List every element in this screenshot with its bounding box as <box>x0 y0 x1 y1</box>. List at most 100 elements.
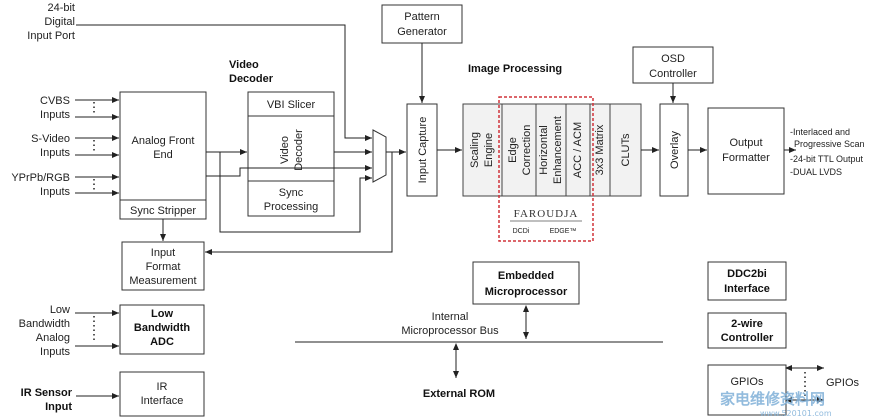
image-processing-title: Image Processing <box>468 63 562 75</box>
svg-text:Bandwidth: Bandwidth <box>19 318 70 330</box>
sync-processing-block: Sync Processing <box>247 180 335 217</box>
svg-text:-Interlaced and: -Interlaced and <box>790 127 850 137</box>
gpios-block: GPIOs <box>707 364 787 416</box>
embedded-microprocessor-block: Embedded Microprocessor <box>472 261 580 305</box>
svg-text:Inputs: Inputs <box>40 186 70 198</box>
svg-text:Inputs: Inputs <box>40 346 70 358</box>
svg-text:FAROUDJA: FAROUDJA <box>514 208 579 220</box>
svg-text:DCDi: DCDi <box>513 228 530 235</box>
svg-text:Decoder: Decoder <box>229 73 274 85</box>
svg-text:Low: Low <box>50 304 70 316</box>
pattern-generator-block: Pattern Generator <box>381 4 463 44</box>
svg-text:Embedded: Embedded <box>498 270 554 282</box>
acc-acm-block: ACC / ACM <box>565 103 591 197</box>
two-wire-controller-block: 2-wire Controller <box>707 312 787 349</box>
svg-text:Video: Video <box>279 136 291 164</box>
svg-text:Analog: Analog <box>36 332 70 344</box>
svg-text:Measurement: Measurement <box>129 275 196 287</box>
low-bandwidth-inputs-label: Low Bandwidth Analog Inputs <box>19 304 71 358</box>
ddc2bi-interface-block: DDC2bi Interface <box>707 261 787 301</box>
faroudja-logo: FAROUDJA DCDi EDGE™ <box>510 208 582 235</box>
external-rom-label: External ROM <box>423 388 495 400</box>
afe-lower-wire <box>219 152 372 233</box>
svg-text:Progressive Scan: Progressive Scan <box>794 139 865 149</box>
svg-text:Decoder: Decoder <box>293 129 305 171</box>
svg-text:Interface: Interface <box>724 283 770 295</box>
input-mux <box>372 129 387 183</box>
edge-correction-block: Edge Correction <box>501 103 537 197</box>
svg-text:Correction: Correction <box>521 125 533 176</box>
svg-text:End: End <box>153 149 173 161</box>
svg-text:Digital: Digital <box>44 16 75 28</box>
svg-text:Input Port: Input Port <box>27 30 75 42</box>
svg-text:DDC2bi: DDC2bi <box>727 268 767 280</box>
video-decoder-title: Video Decoder <box>229 59 274 85</box>
svg-text:IR: IR <box>157 381 168 393</box>
svg-text:CLUTs: CLUTs <box>620 133 632 167</box>
digital-input-port-label: 24-bit Digital Input Port <box>27 2 75 42</box>
svg-text:Processing: Processing <box>264 201 318 213</box>
ir-sensor-input-label: IR Sensor Input <box>21 387 73 413</box>
svg-text:Input Capture: Input Capture <box>417 117 429 184</box>
svg-text:Low: Low <box>151 308 173 320</box>
svideo-inputs-label: S-Video Inputs <box>31 133 70 159</box>
svg-text:VBI Slicer: VBI Slicer <box>267 99 316 111</box>
svg-text:Inputs: Inputs <box>40 109 70 121</box>
svg-text:Pattern: Pattern <box>404 11 439 23</box>
overlay-block: Overlay <box>659 103 689 197</box>
svg-text:Internal: Internal <box>432 311 469 323</box>
svg-text:Output: Output <box>729 137 762 149</box>
svg-text:YPrPb/RGB: YPrPb/RGB <box>11 172 70 184</box>
ir-interface-block: IR Interface <box>119 371 205 417</box>
sync-stripper-block: Sync Stripper <box>119 199 207 220</box>
digital-port-wire <box>76 24 372 141</box>
svg-text:GPIOs: GPIOs <box>730 376 764 388</box>
svg-text:Video: Video <box>229 59 259 71</box>
svg-text:-DUAL LVDS: -DUAL LVDS <box>790 167 842 177</box>
analog-front-end-block: Analog Front End <box>119 91 207 201</box>
output-notes: -Interlaced and Progressive Scan -24-bit… <box>790 127 865 177</box>
svg-text:Generator: Generator <box>397 26 447 38</box>
svg-text:Enhancement: Enhancement <box>552 116 564 184</box>
svg-text:EDGE™: EDGE™ <box>550 228 577 235</box>
low-bandwidth-adc-block: Low Bandwidth ADC <box>119 304 205 355</box>
svg-text:OSD: OSD <box>661 53 685 65</box>
faroudja-region <box>498 96 594 242</box>
horizontal-enhancement-block: Horizontal Enhancement <box>535 103 567 197</box>
vbi-slicer-block: VBI Slicer <box>247 91 335 117</box>
svg-text:Input: Input <box>151 247 175 259</box>
input-capture-block: Input Capture <box>406 103 438 197</box>
svg-text:Engine: Engine <box>483 133 495 167</box>
osd-controller-block: OSD Controller <box>632 46 714 84</box>
svg-text:Controller: Controller <box>649 68 697 80</box>
capture-to-measurement-wire <box>205 152 393 255</box>
svg-text:IR Sensor: IR Sensor <box>21 387 73 399</box>
video-decoder-inner-block: Video Decoder <box>247 115 335 182</box>
svg-text:Interface: Interface <box>141 395 184 407</box>
svg-text:ACC / ACM: ACC / ACM <box>572 122 584 178</box>
gpios-output-label: GPIOs <box>826 377 860 389</box>
svg-text:Sync Stripper: Sync Stripper <box>130 205 196 217</box>
svg-text:Formatter: Formatter <box>722 152 770 164</box>
afe-bypass-wire <box>206 165 372 177</box>
svg-text:Bandwidth: Bandwidth <box>134 322 190 334</box>
output-formatter-block: Output Formatter <box>707 107 785 195</box>
svg-text:S-Video: S-Video <box>31 133 70 145</box>
matrix-block: 3x3 Matrix <box>589 103 611 197</box>
svg-text:Sync: Sync <box>279 187 304 199</box>
cluts-block: CLUTs <box>609 103 642 197</box>
svg-text:Controller: Controller <box>721 332 774 344</box>
svg-text:家电维修资料网: 家电维修资料网 <box>720 390 825 408</box>
svg-text:www.520101.com: www.520101.com <box>760 409 832 418</box>
svg-text:Input: Input <box>45 401 72 413</box>
svg-text:Inputs: Inputs <box>40 147 70 159</box>
svg-text:Format: Format <box>146 261 181 273</box>
svg-text:Analog Front: Analog Front <box>132 135 195 147</box>
svg-text:Horizontal: Horizontal <box>538 125 550 175</box>
svg-text:CVBS: CVBS <box>40 95 70 107</box>
cvbs-inputs-label: CVBS Inputs <box>40 95 70 121</box>
svg-text:Microprocessor Bus: Microprocessor Bus <box>401 325 499 337</box>
ypbpr-inputs-label: YPrPb/RGB Inputs <box>11 172 70 198</box>
